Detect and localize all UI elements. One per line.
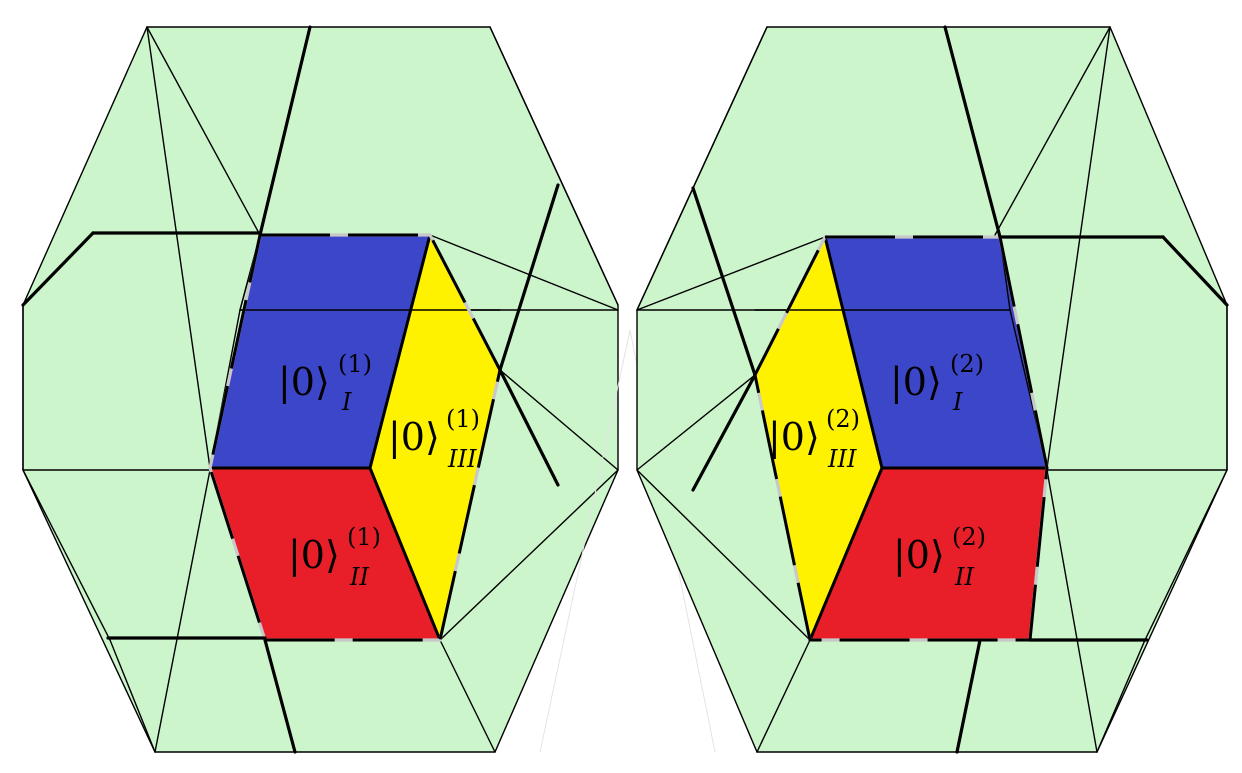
ket: |0⟩: [768, 415, 820, 459]
left-label-III: |0⟩ (1) III: [388, 405, 480, 473]
superscript: (1): [347, 523, 381, 551]
ket: |0⟩: [893, 533, 945, 577]
left-thick-grid: [21, 25, 560, 754]
right-face-I: [825, 237, 1047, 468]
left-dashed-border: [208, 233, 502, 642]
subscript: III: [447, 445, 477, 473]
right-face-III: [755, 237, 882, 640]
left-label-II: |0⟩ (1) II: [288, 523, 381, 591]
left-sep-I-III: [368, 234, 432, 469]
subscript: I: [341, 388, 352, 416]
subscript: II: [349, 563, 369, 591]
right-sep-II-III: [808, 467, 884, 641]
superscript: (2): [952, 523, 986, 551]
superscript: (1): [446, 405, 480, 433]
right-thin-grid: [636, 26, 1228, 753]
left-thin-grid: [22, 26, 619, 753]
superscript: (1): [338, 350, 372, 378]
subscript: I: [952, 388, 963, 416]
superscript: (2): [826, 405, 860, 433]
right-label-II: |0⟩ (2) II: [893, 523, 986, 591]
left-face-III: [370, 235, 500, 640]
right-face-II: [810, 468, 1047, 640]
right-cube: |0⟩ (2) I |0⟩ (2) III |0⟩ (2) II: [636, 25, 1229, 754]
left-face-I: [210, 235, 430, 468]
right-thick-grid: [691, 25, 1229, 754]
left-sep-II-III: [368, 467, 442, 641]
faint-divider-left: [539, 329, 631, 753]
ket: |0⟩: [890, 360, 942, 404]
right-sep-I-III: [823, 236, 884, 469]
superscript: (2): [950, 350, 984, 378]
right-label-I: |0⟩ (2) I: [890, 350, 984, 416]
left-cube: |0⟩ (1) I |0⟩ (1) III |0⟩ (1) II: [21, 25, 619, 754]
ket: |0⟩: [278, 360, 330, 404]
subscript: II: [954, 563, 974, 591]
subscript: III: [827, 445, 857, 473]
ket: |0⟩: [388, 415, 440, 459]
left-label-I: |0⟩ (1) I: [278, 350, 372, 416]
ket: |0⟩: [288, 533, 340, 577]
right-label-III: |0⟩ (2) III: [768, 405, 860, 473]
left-face-II: [210, 468, 440, 640]
